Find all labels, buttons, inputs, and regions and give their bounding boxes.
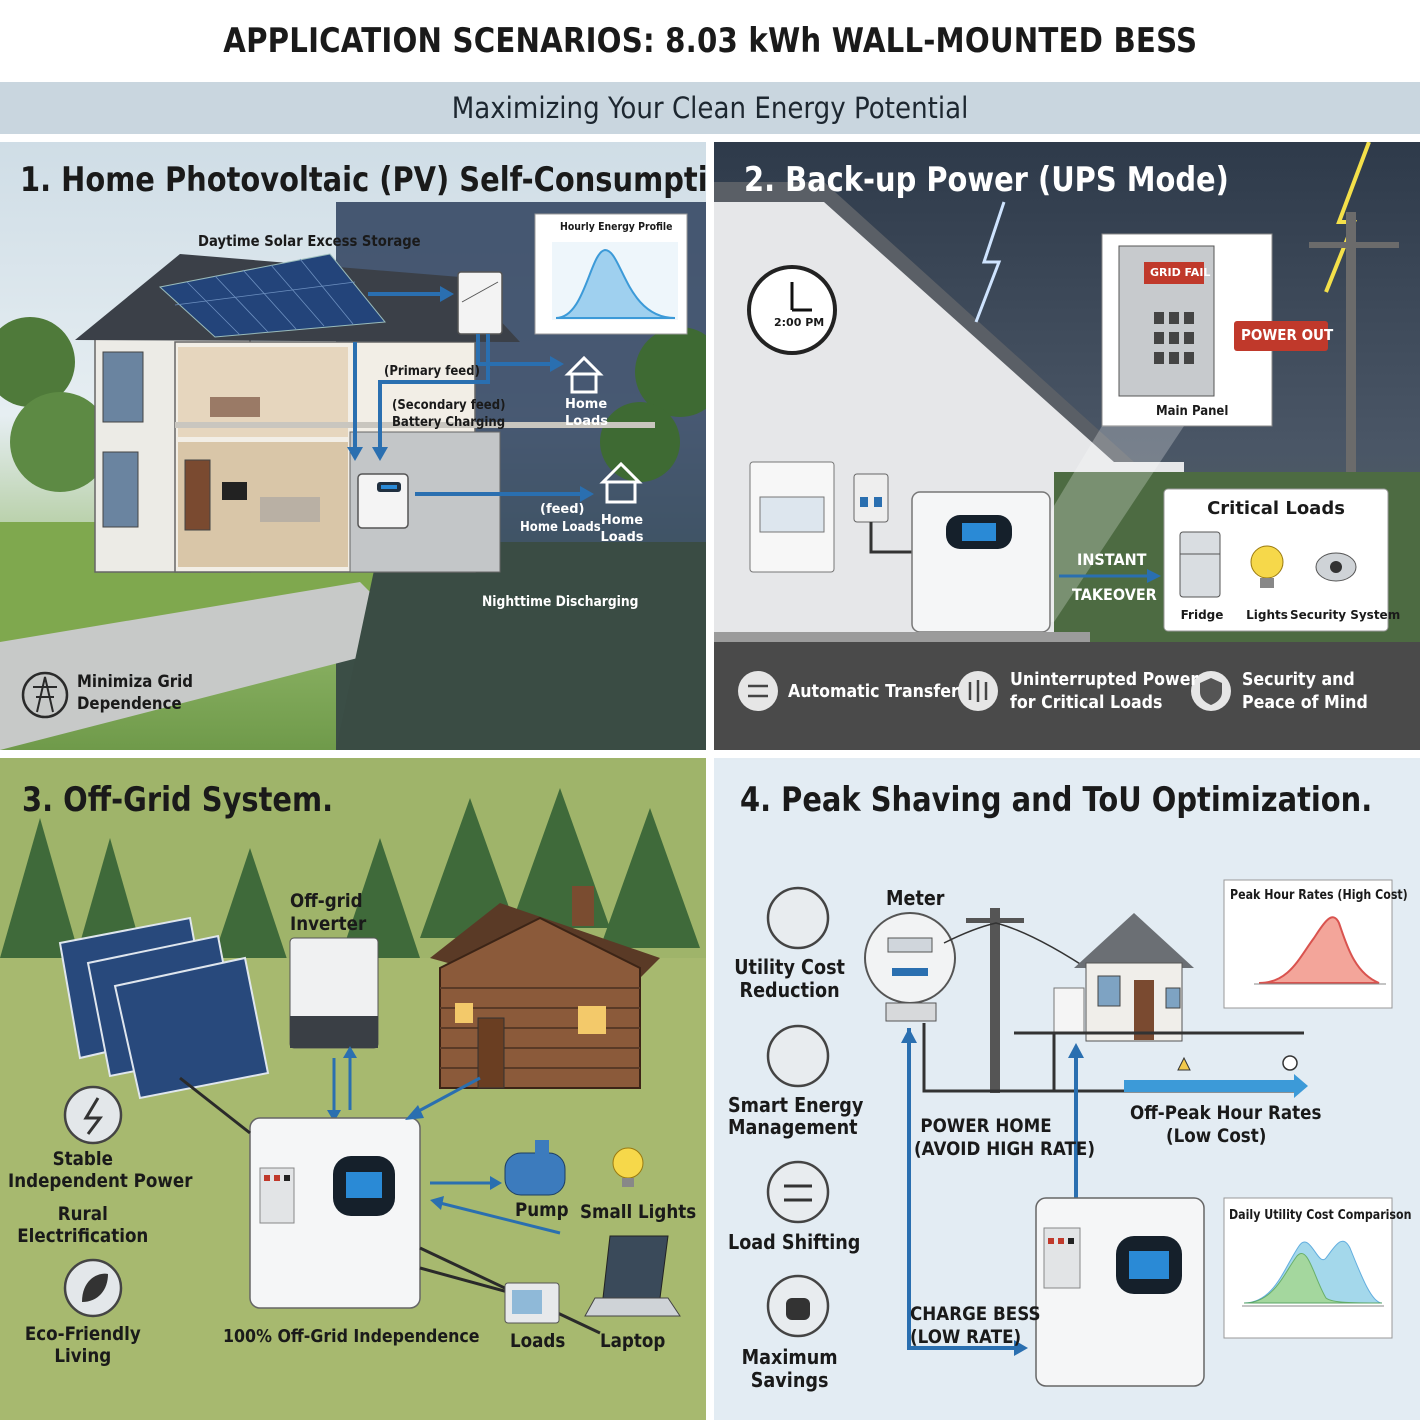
rural-line2: Electrification	[17, 1225, 149, 1247]
power-out-label: POWER OUT	[1241, 326, 1334, 344]
fridge-icon	[1179, 531, 1221, 598]
load-lights-label: Lights	[1246, 608, 1288, 622]
laptop-icon	[602, 1235, 669, 1299]
scenario-off-grid: 3. Off-Grid System. Off-grid Inverter St…	[0, 758, 706, 1420]
home-loads-icon-upper	[564, 355, 604, 394]
eco-line2: Living	[54, 1345, 112, 1367]
independence-label: 100% Off-Grid Independence	[223, 1326, 480, 1347]
meter-label: Meter	[886, 886, 945, 910]
scenario1-title: 1. Home Photovoltaic (PV) Self-Consumpti…	[20, 160, 706, 200]
secondary-feed-label: (Secondary feed)	[392, 398, 506, 413]
daily-chart-title: Daily Utility Cost Comparison	[1229, 1208, 1412, 1223]
stable-power-line2: Independent Power	[8, 1170, 193, 1192]
home-loads-upper-line1: Home	[565, 397, 608, 412]
scenario4-title: 4. Peak Shaving and ToU Optimization.	[740, 780, 1373, 820]
feature-security-line2: Peace of Mind	[1242, 692, 1368, 713]
main-panel-label: Main Panel	[1156, 404, 1229, 419]
loads-label: Loads	[510, 1330, 566, 1352]
offpeak-line1: Off-Peak Hour Rates	[1130, 1102, 1322, 1124]
power-home-line2: (AVOID HIGH RATE)	[914, 1138, 1095, 1160]
feature-transfer-line1: Automatic Transfer	[788, 681, 959, 702]
ups-scene-illustration	[714, 142, 1420, 750]
feed-home-loads-label: Home Loads	[520, 520, 601, 535]
benefit-grid-line1: Minimiza Grid	[77, 672, 194, 692]
hourly-chart-title: Hourly Energy Profile	[560, 220, 673, 233]
stable-power-line1: Stable	[52, 1148, 113, 1170]
power-home-line1: POWER HOME	[920, 1115, 1052, 1137]
offpeak-line2: (Low Cost)	[1166, 1125, 1267, 1147]
page-header: APPLICATION SCENARIOS: 8.03 kWh WALL-MOU…	[0, 0, 1420, 82]
benefit-smart-line1: Smart Energy	[728, 1093, 864, 1117]
charge-bess-line2: (LOW RATE)	[910, 1326, 1022, 1348]
benefit-max-line2: Savings	[750, 1368, 829, 1392]
inverter-label-line2: Inverter	[290, 913, 367, 935]
small-lights-label: Small Lights	[580, 1201, 697, 1223]
transfer-icon	[738, 671, 778, 711]
page-subtitle: Maximizing Your Clean Energy Potential	[451, 91, 969, 125]
scenario-peak-shaving: 4. Peak Shaving and ToU Optimization. Me…	[714, 758, 1420, 1420]
pv-scene-illustration	[0, 202, 706, 750]
light-bulb-icon	[1250, 545, 1284, 579]
instant-label: INSTANT	[1077, 550, 1147, 569]
home-loads-lower-line1: Home	[600, 513, 644, 528]
pump-label: Pump	[515, 1199, 569, 1221]
scenario-pv-self-consumption: 1. Home Photovoltaic (PV) Self-Consumpti…	[0, 142, 706, 750]
grid-fail-label: GRID FAIL	[1150, 266, 1211, 279]
rural-line1: Rural	[57, 1203, 108, 1225]
home-loads-lower-line2: Loads	[600, 530, 644, 545]
scenario3-title: 3. Off-Grid System.	[22, 780, 334, 820]
inverter-label-line1: Off-grid	[290, 890, 363, 912]
page-title: APPLICATION SCENARIOS: 8.03 kWh WALL-MOU…	[223, 21, 1197, 61]
grid-tower-icon	[21, 671, 69, 719]
laptop-label: Laptop	[600, 1330, 666, 1352]
feature-uninterrupted-line2: for Critical Loads	[1010, 692, 1163, 713]
critical-loads-title: Critical Loads	[1207, 498, 1345, 519]
pump-icon	[504, 1152, 566, 1196]
battery-charging-label: Battery Charging	[392, 415, 506, 430]
load-security-label: Security System	[1290, 608, 1401, 622]
home-loads-upper-line2: Loads	[565, 414, 609, 429]
feed-label: (feed)	[540, 502, 585, 517]
peak-chart-title: Peak Hour Rates (High Cost)	[1230, 888, 1408, 903]
shift-arrows-icon	[766, 1160, 830, 1224]
off-grid-scene-illustration	[0, 788, 706, 1420]
benefit-grid-line2: Dependence	[77, 694, 182, 714]
charge-bess-line1: CHARGE BESS	[910, 1303, 1041, 1325]
scenario-backup-power: 2. Back-up Power (UPS Mode) 2:00 PM GRID…	[714, 142, 1420, 750]
eco-line1: Eco-Friendly	[24, 1323, 141, 1345]
takeover-label: TAKEOVER	[1072, 585, 1157, 604]
small-light-icon	[612, 1147, 644, 1179]
tou-scene-illustration	[766, 879, 1393, 1387]
clock-time: 2:00 PM	[774, 316, 825, 329]
load-fridge-label: Fridge	[1180, 608, 1224, 622]
primary-feed-label: (Primary feed)	[384, 364, 480, 379]
subtitle-bar: Maximizing Your Clean Energy Potential	[0, 82, 1420, 134]
benefit-utility-line1: Utility Cost	[734, 955, 845, 979]
benefit-utility-line2: Reduction	[739, 978, 840, 1002]
nighttime-label: Nighttime Discharging	[482, 594, 639, 610]
benefit-max-line1: Maximum	[741, 1345, 838, 1369]
benefit-smart-line2: Management	[728, 1115, 858, 1139]
bulb-icon	[766, 1024, 830, 1088]
feature-security-line1: Security and	[1242, 669, 1355, 690]
warning-icon	[1177, 1056, 1191, 1071]
benefit-load-shifting: Load Shifting	[728, 1230, 861, 1254]
stable-power-icon	[63, 1085, 123, 1145]
home-loads-icon-lower	[599, 461, 643, 504]
clock-icon	[1282, 1055, 1298, 1071]
feature-uninterrupted-line1: Uninterrupted Power	[1010, 669, 1199, 690]
dollar-icon	[766, 886, 830, 950]
daytime-label: Daytime Solar Excess Storage	[198, 232, 421, 250]
scenario2-title: 2. Back-up Power (UPS Mode)	[744, 160, 1229, 200]
